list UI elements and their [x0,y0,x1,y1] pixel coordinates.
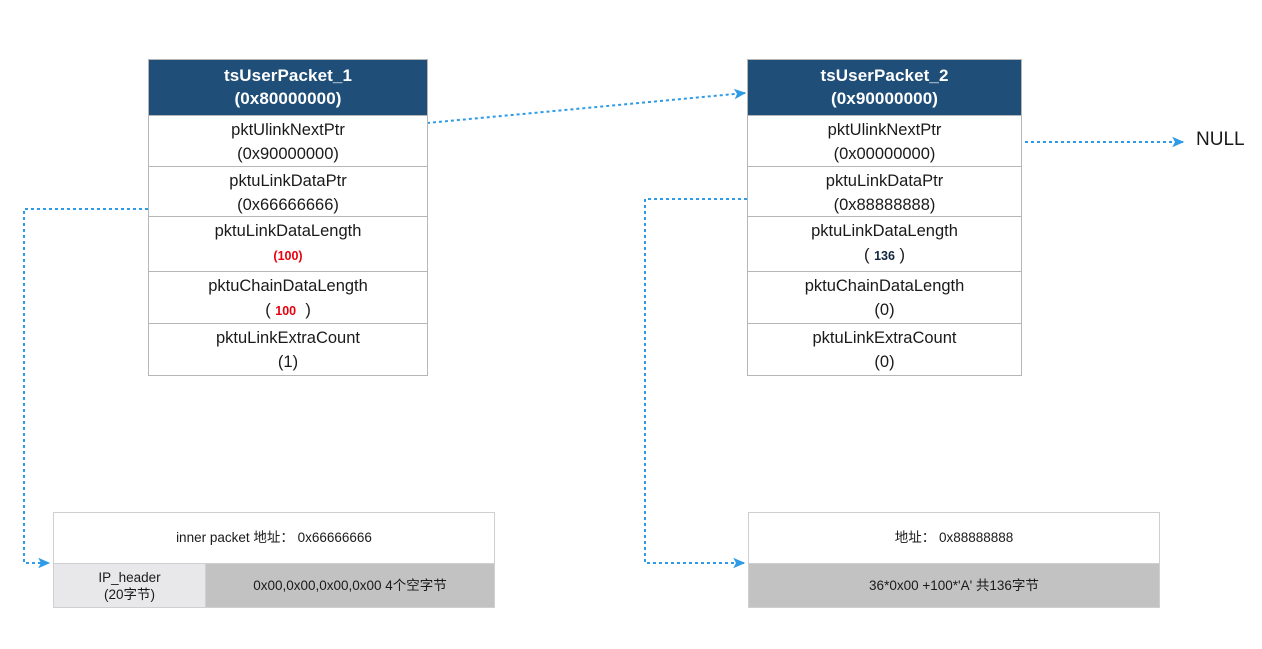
field-value: (0x66666666) [237,196,339,214]
memory-cell-ip-header-label: IP_header (20字节) [98,569,160,603]
field-value: (1) [277,353,299,371]
struct-packet1-row-chaindatalength: pktuChainDataLength ( 100 ) [149,271,427,323]
field-label: pktuLinkExtraCount [812,329,957,347]
connector-data-ptr-1-to-mem1 [23,208,148,569]
field-label: pktuLinkDataLength [811,222,958,240]
struct-packet1-row-dataptr: pktuLinkDataPtr (0x66666666) [149,166,427,216]
connector-next-ptr-1-to-packet2 [426,88,747,124]
memory-block-mem1: inner packet 地址： 0x66666666 IP_header (2… [53,512,495,608]
field-value: (0x90000000) [237,145,339,163]
field-value: ( 136 ) [863,246,906,264]
connector-data-ptr-2-to-mem2 [644,198,747,569]
field-label: pktuChainDataLength [804,277,965,295]
struct-packet2-row-chaindatalength: pktuChainDataLength (0) [748,271,1021,323]
struct-packet1-header: tsUserPacket_1 (0x80000000) [149,60,427,115]
field-label: pktUlinkNextPtr [827,121,942,139]
struct-packet2-address: (0x90000000) [830,89,939,108]
field-label: pktuLinkExtraCount [216,329,360,347]
struct-packet2-name: tsUserPacket_2 [820,66,949,85]
memory-block-mem2-title: 地址： 0x88888888 [749,513,1159,563]
memory-block-mem1-title: inner packet 地址： 0x66666666 [54,513,494,563]
field-label: pktuLinkDataLength [214,222,362,240]
struct-packet1-name: tsUserPacket_1 [223,66,353,85]
field-value: (100) [149,243,427,268]
field-value-number: 100 [275,304,297,318]
field-label: pktuLinkDataPtr [825,172,944,190]
struct-packet2: tsUserPacket_2 (0x90000000) pktUlinkNext… [747,59,1022,376]
struct-packet2-row-datalength: pktuLinkDataLength ( 136 ) [748,216,1021,271]
field-value-number: (100) [273,249,303,263]
struct-packet1-row-datalength: pktuLinkDataLength (100) [149,216,427,271]
memory-block-mem2: 地址： 0x88888888 36*0x00 +100*'A' 共136字节 [748,512,1160,608]
struct-packet1-address: (0x80000000) [234,89,342,108]
field-value: (0x88888888) [833,196,936,214]
memory-cell-line1: 0x00,0x00,0x00,0x00 4个空字节 [253,578,447,593]
field-label: pktuLinkDataPtr [229,172,347,190]
field-value: (0x00000000) [833,145,936,163]
field-value: ( 100 ) [265,301,311,319]
struct-packet2-row-dataptr: pktuLinkDataPtr (0x88888888) [748,166,1021,216]
field-value-number: 136 [874,249,895,263]
memory-cell-ip-header: IP_header (20字节) [54,564,206,607]
field-label: pktuChainDataLength [208,277,368,295]
struct-packet2-row-nextptr: pktUlinkNextPtr (0x00000000) [748,115,1021,166]
struct-packet2-row-extracount: pktuLinkExtraCount (0) [748,323,1021,375]
null-label: NULL [1196,129,1245,150]
struct-packet1-row-extracount: pktuLinkExtraCount (1) [149,323,427,375]
field-value: (0) [874,301,895,319]
memory-cell-line1: 36*0x00 +100*'A' 共136字节 [869,578,1039,593]
memory-cell-line1: IP_header [98,569,161,585]
memory-cell-padding-bytes: 0x00,0x00,0x00,0x00 4个空字节 [206,564,494,607]
field-label: pktUlinkNextPtr [231,121,345,139]
struct-packet2-header: tsUserPacket_2 (0x90000000) [748,60,1021,115]
field-value: (0) [874,353,895,371]
memory-cell-payload-bytes: 36*0x00 +100*'A' 共136字节 [749,564,1159,607]
memory-cell-line2: (20字节) [103,586,155,602]
struct-packet1: tsUserPacket_1 (0x80000000) pktUlinkNext… [148,59,428,376]
memory-block-mem2-body: 36*0x00 +100*'A' 共136字节 [749,563,1159,607]
memory-block-mem1-body: IP_header (20字节) 0x00,0x00,0x00,0x00 4个空… [54,563,494,607]
struct-packet1-row-nextptr: pktUlinkNextPtr (0x90000000) [149,115,427,166]
